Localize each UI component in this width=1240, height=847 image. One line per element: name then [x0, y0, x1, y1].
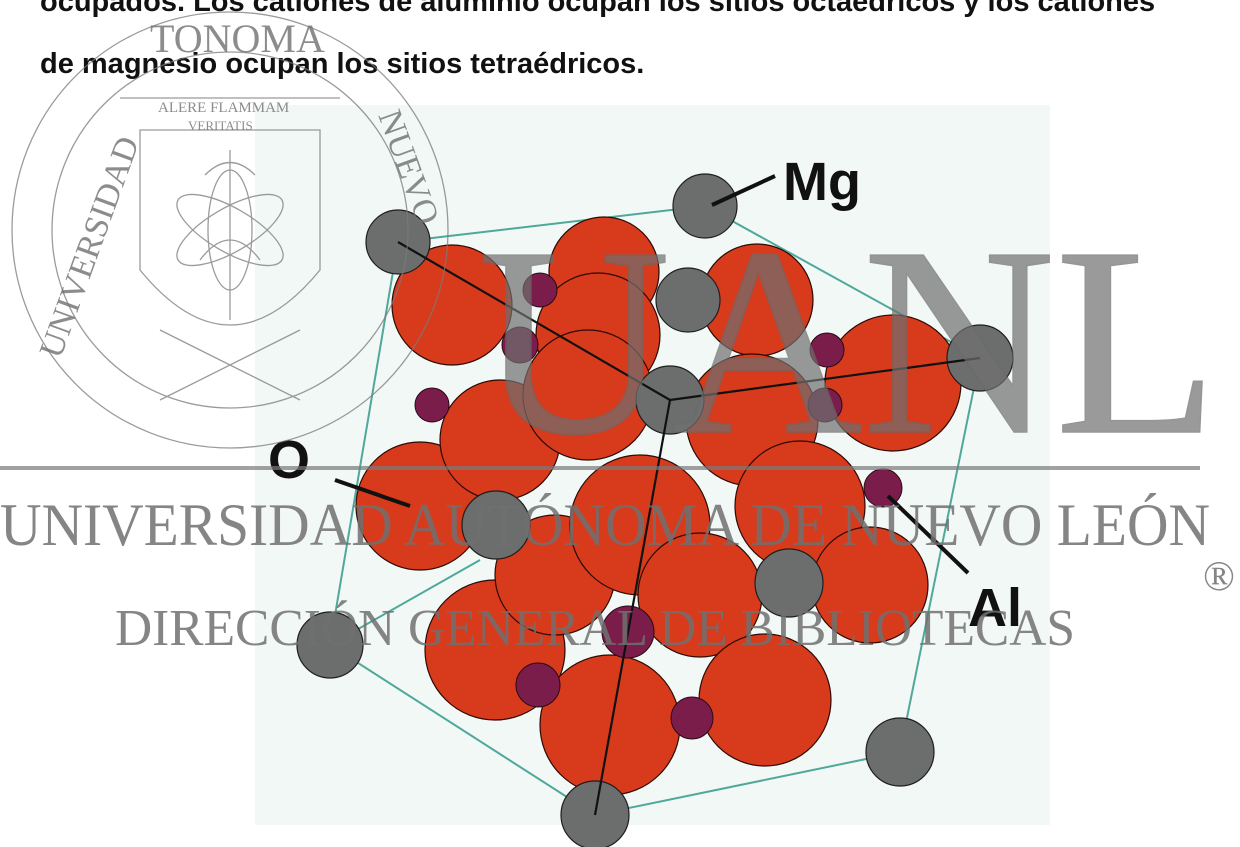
mg-label: Mg — [783, 152, 861, 212]
o-label: O — [268, 430, 310, 490]
oxygen-atoms — [355, 216, 962, 796]
al-label: Al — [968, 578, 1022, 638]
label-leaders — [334, 174, 970, 575]
